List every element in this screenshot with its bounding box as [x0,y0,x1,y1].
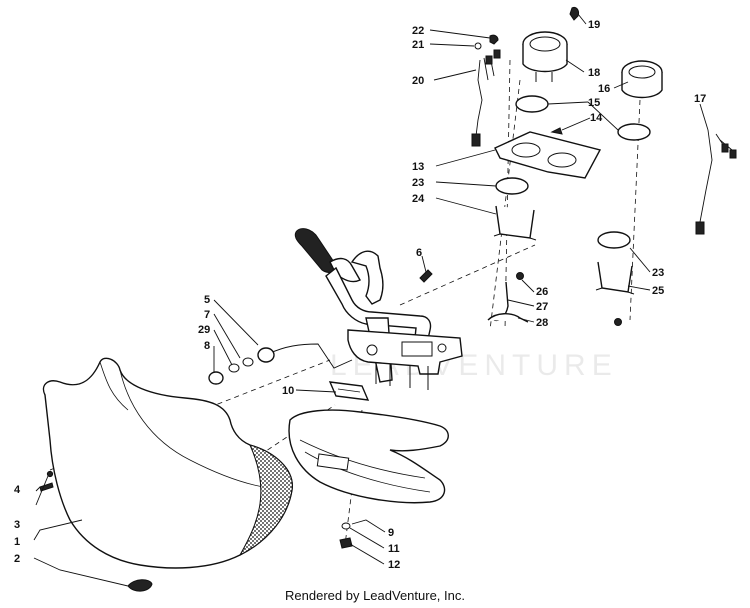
pad-2 [127,579,153,592]
screw-4 [39,482,54,492]
gauge-right [621,60,663,99]
bolt-6 [419,269,433,283]
callout-1: 1 [14,536,20,548]
windshield [42,357,293,569]
callout-2: 2 [14,553,20,565]
nut-26b [614,318,622,326]
callout-4: 4 [14,484,21,496]
gauge-left [522,31,568,82]
leader-lines [33,13,709,587]
callout-3: 3 [14,519,20,531]
callout-17: 17 [694,93,706,105]
ring-23-upper [495,177,529,195]
wire-harness-left [471,49,501,147]
nut-26 [516,272,524,280]
washer-3 [46,470,54,478]
callout-24: 24 [412,193,425,205]
callout-14: 14 [590,112,603,124]
ring-23-lower [597,231,631,249]
callout-23-lower: 23 [652,267,664,279]
callout-10: 10 [282,385,294,397]
callout-6: 6 [416,247,422,259]
nut-12 [339,537,353,549]
screw-21 [474,42,482,50]
callout-27: 27 [536,301,548,313]
callout-16: 16 [598,83,610,95]
callout-13: 13 [412,161,424,173]
console-cover [288,409,449,504]
callout-12: 12 [388,559,400,571]
callout-9: 9 [388,527,394,539]
bracket-25 [595,261,635,295]
ring-15-right [617,123,651,141]
callout-7: 7 [204,309,210,321]
callout-8: 8 [204,340,210,352]
callout-26: 26 [536,286,548,298]
gauge-housing-plate [494,127,602,179]
washer-11 [341,522,351,530]
callout-22: 22 [412,25,424,37]
callout-5: 5 [204,294,210,306]
callout-25: 25 [652,285,664,297]
bracket-24 [493,205,537,241]
callout-23-upper: 23 [412,177,424,189]
callout-19: 19 [588,19,600,31]
handlebar-assembly [294,228,463,390]
bulb-19 [569,7,579,21]
callout-15: 15 [588,97,600,109]
wire-harness-right [695,129,737,235]
callout-21: 21 [412,39,424,51]
bracket-plate [328,381,370,401]
callout-labels: 1 2 3 4 5 7 29 8 10 6 9 11 12 13 23 24 2… [14,19,706,571]
fastener-22 [489,34,499,45]
callout-18: 18 [588,67,600,79]
ring-15-left [515,95,549,113]
clip-28 [487,313,529,323]
callout-20: 20 [412,75,424,87]
throttle-cable [208,343,353,385]
callout-28: 28 [536,317,548,329]
callout-29: 29 [198,324,210,336]
callout-11: 11 [388,543,400,555]
render-credit: Rendered by LeadVenture, Inc. [285,588,465,603]
